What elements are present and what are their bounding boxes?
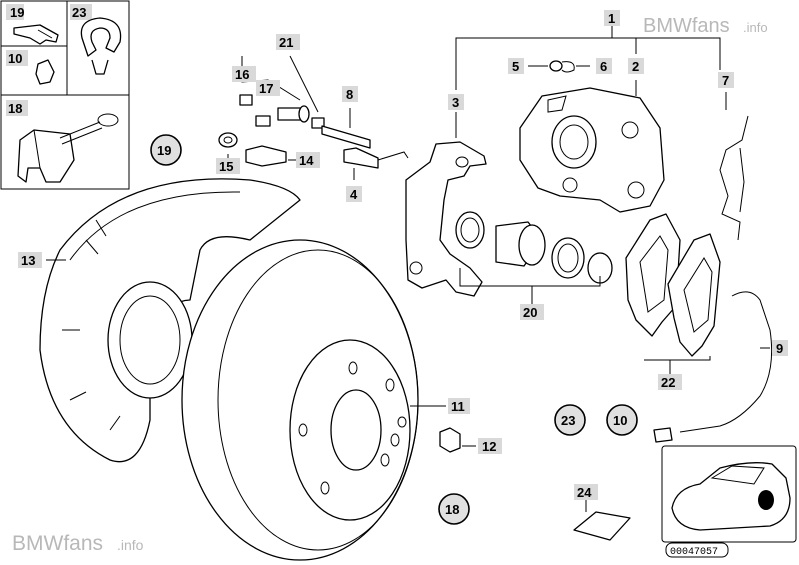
sleeve-part-18 [17,129,75,183]
clip-part-23 [80,17,122,57]
label-part-3: 3 [452,95,459,110]
plug-part-10 [35,59,55,85]
label-part-7: 7 [722,73,729,88]
watermark-bottom-suffix: .info [117,537,144,553]
circled-label-19: 19 [157,143,171,158]
watermark-top-brand: BMWfans [643,15,730,37]
label-part-12: 12 [482,439,496,454]
clip-part-19 [13,24,59,45]
wear-sensor [653,291,773,443]
grease-packet-24 [573,511,631,541]
guide-bolt-8 [321,125,371,149]
label-part-17: 17 [259,81,273,96]
dust-shield [39,178,301,463]
brake-disc [181,239,419,561]
piston-seal-kit [455,211,613,284]
sleeve-21b [311,117,325,129]
reference-number: 00047057 [670,547,718,558]
circled-label-23: 23 [561,413,575,428]
watermark-top-suffix: .info [743,20,768,35]
inset-label-10: 10 [8,51,22,66]
label-part-13: 13 [21,253,35,268]
label-part-15: 15 [219,159,233,174]
caliper-carrier [405,141,487,297]
inset-label-19: 19 [10,5,24,20]
label-part-8: 8 [346,87,353,102]
label-part-11: 11 [451,399,465,414]
cap-17 [255,115,271,127]
part-labels: 1 2 3 4 5 6 7 8 9 11 12 13 14 15 16 17 2… [18,10,788,500]
circled-label-10: 10 [613,413,627,428]
label-part-20: 20 [523,305,537,320]
label-part-5: 5 [512,59,519,74]
bolt-4 [343,147,379,169]
label-part-22: 22 [661,375,675,390]
label-part-14: 14 [299,153,314,168]
circled-label-18: 18 [445,502,459,517]
label-part-1: 1 [608,11,615,26]
watermark-top-right: BMWfans .info [643,15,768,37]
watermark-bottom-brand: BMWfans [12,532,103,555]
plug-16 [239,94,253,106]
label-part-24: 24 [577,485,592,500]
car-thumbnail: 00047057 [661,445,797,558]
label-part-9: 9 [776,341,783,356]
fasteners [218,94,409,169]
watermark-bottom-left: BMWfans .info [12,532,144,555]
label-part-16: 16 [235,67,249,82]
label-part-6: 6 [600,59,607,74]
label-part-21: 21 [279,35,293,50]
inset-label-18: 18 [8,101,22,116]
label-part-2: 2 [632,59,639,74]
brake-pads [625,213,721,357]
inset-panel: 19 23 10 18 [0,0,130,190]
circled-labels: 19 23 10 18 [150,134,638,525]
inset-label-23: 23 [72,5,86,20]
bolt-14 [245,145,287,167]
brake-caliper [519,87,665,213]
cap-12 [439,427,461,453]
washer-15 [218,132,238,148]
label-part-4: 4 [350,187,358,202]
anti-rattle-spring [719,115,749,241]
bleeder-screw [549,60,575,73]
